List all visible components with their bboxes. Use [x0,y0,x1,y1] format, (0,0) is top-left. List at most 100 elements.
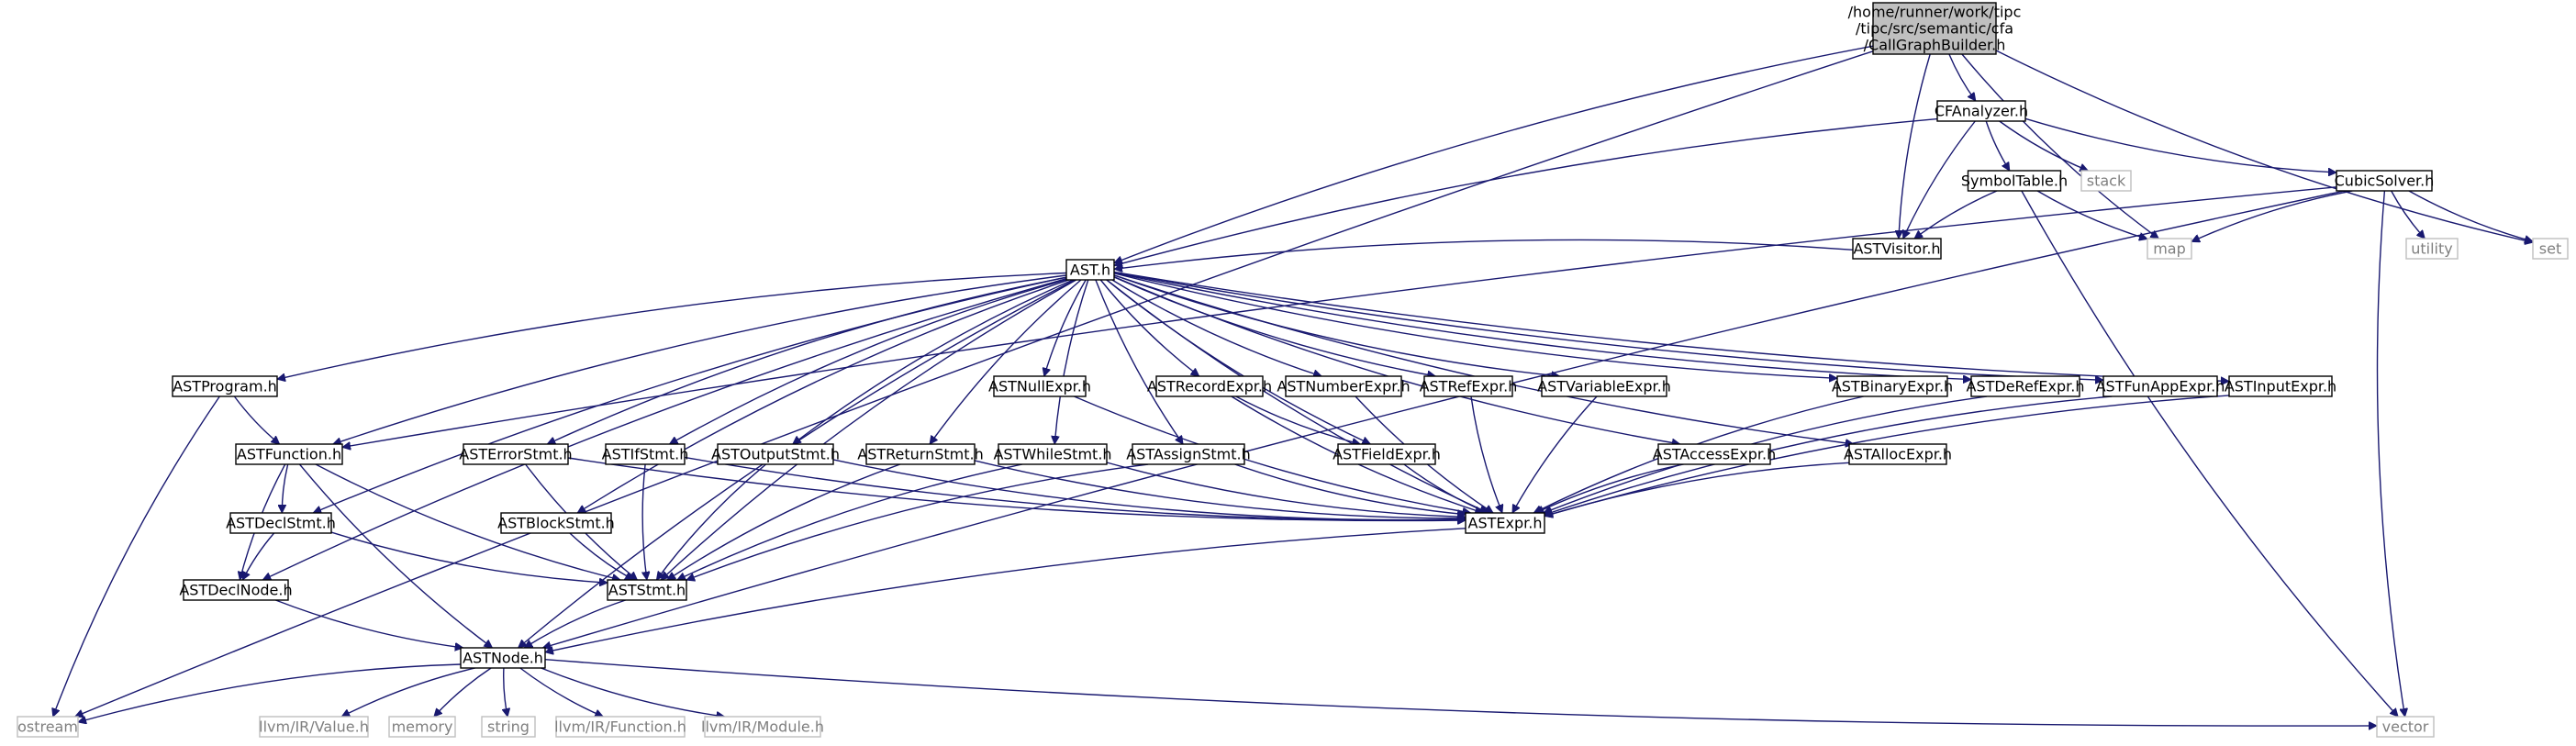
node-ast[interactable]: AST.h [1065,259,1115,281]
edge-astdeclnode-to-astnode [275,599,463,648]
edge-cubicsolver-to-map [2191,190,2353,241]
node-box-aststmt[interactable] [607,579,687,601]
edge-ast-to-astexpr [1106,279,1489,513]
node-box-astvisitor[interactable] [1852,238,1942,260]
node-box-astallocexpr[interactable] [1848,443,1947,465]
node-astdeclstmt[interactable]: ASTDeclStmt.h [226,512,336,534]
node-astinputexpr[interactable]: ASTInputExpr.h [2225,375,2336,397]
edge-astallocexpr-to-astexpr [1544,462,1850,516]
node-box-cfanalyzer[interactable] [1936,100,2026,122]
node-box-cubicsolver[interactable] [2336,170,2433,192]
node-box-astblockstmt[interactable] [500,512,612,534]
node-symboltable[interactable]: SymbolTable.h [1961,170,2068,192]
node-box-astdeclstmt[interactable] [229,512,332,534]
edge-astfunction-to-aststmt [315,463,620,580]
node-utility: utility [2405,238,2459,260]
node-cubicsolver[interactable]: CubicSolver.h [2335,170,2435,192]
node-box-llvmvalue [259,716,369,738]
node-astfunappexpr[interactable]: ASTFunAppExpr.h [2096,375,2225,397]
node-memory: memory [388,716,456,738]
edge-astifstmt-to-aststmt [642,463,647,580]
node-astbinaryexpr[interactable]: ASTBinaryExpr.h [1832,375,1953,397]
node-box-astderefexpr[interactable] [1970,375,2080,397]
edge-root-to-map [1961,53,2158,239]
node-label-cubicsolver: CubicSolver.h [2335,173,2435,190]
node-astwhilestmt[interactable]: ASTWhileStmt.h [993,443,1112,465]
node-box-astinputexpr[interactable] [2228,375,2333,397]
node-box-asterrorstmt[interactable] [463,443,569,465]
node-label-aststmt: ASTStmt.h [608,582,686,599]
node-label-astdeclnode: ASTDeclNode.h [179,582,292,599]
node-box-astexpr[interactable] [1465,512,1545,534]
edge-ast-to-astbinaryexpr [1113,273,1837,379]
node-box-astnode[interactable] [460,647,546,669]
node-label-astexpr: ASTExpr.h [1468,515,1543,532]
node-box-astvariableexpr[interactable] [1541,375,1667,397]
node-box-astbinaryexpr[interactable] [1836,375,1948,397]
node-label-astaccessexpr: ASTAccessExpr.h [1653,446,1776,463]
node-astprogram[interactable]: ASTProgram.h [172,375,278,397]
node-astnullexpr[interactable]: ASTNullExpr.h [988,375,1091,397]
node-box-astdeclnode[interactable] [183,579,289,601]
node-label-memory: memory [392,718,453,736]
node-label-astvariableexpr: ASTVariableExpr.h [1537,378,1671,395]
node-box-astnumberexpr[interactable] [1285,375,1402,397]
node-astdeclnode[interactable]: ASTDeclNode.h [179,579,293,601]
node-astaccessexpr[interactable]: ASTAccessExpr.h [1653,443,1776,465]
node-astoutputstmt[interactable]: ASTOutputStmt.h [711,443,840,465]
node-box-astrecordexpr[interactable] [1155,375,1264,397]
node-box-astfieldexpr[interactable] [1337,443,1436,465]
edge-asterrorstmt-to-astexpr [567,457,1466,520]
node-astifstmt[interactable]: ASTIfStmt.h [602,443,689,465]
node-label-astnumberexpr: ASTNumberExpr.h [1277,378,1410,395]
node-box-astfunction[interactable] [235,443,343,465]
edge-astoutputstmt-to-astexpr [832,459,1466,520]
edge-ast-to-astblockstmt [577,279,1070,514]
node-box-astnullexpr[interactable] [993,375,1087,397]
node-astreturnstmt[interactable]: ASTReturnStmt.h [857,443,984,465]
node-box-astwhilestmt[interactable] [998,443,1108,465]
node-astfieldexpr[interactable]: ASTFieldExpr.h [1333,443,1441,465]
node-astderefexpr[interactable]: ASTDeRefExpr.h [1967,375,2085,397]
node-astblockstmt[interactable]: ASTBlockStmt.h [497,512,615,534]
edge-astinputexpr-to-astexpr [1544,395,2230,517]
node-label-llvmmodule: llvm/IR/Module.h [701,718,824,736]
edge-ast-to-astdeclnode [262,278,1067,580]
node-label-astinputexpr: ASTInputExpr.h [2225,378,2336,395]
node-label-root: /home/runner/work/tipc [1848,4,2022,21]
node-label-astdeclstmt: ASTDeclStmt.h [226,515,336,532]
edge-astwhilestmt-to-astexpr [1106,462,1466,518]
edge-root-to-ostream [75,50,1874,717]
node-box-astifstmt[interactable] [605,443,686,465]
node-root[interactable]: /home/runner/work/tipc/tipc/src/semantic… [1848,2,2022,55]
node-box-ast[interactable] [1065,259,1115,281]
node-astnode[interactable]: ASTNode.h [460,647,546,669]
node-astallocexpr[interactable]: ASTAllocExpr.h [1844,443,1952,465]
node-astfunction[interactable]: ASTFunction.h [235,443,343,465]
node-box-astrefexpr[interactable] [1423,375,1513,397]
node-aststmt[interactable]: ASTStmt.h [607,579,687,601]
node-astexpr[interactable]: ASTExpr.h [1465,512,1545,534]
node-label-astallocexpr: ASTAllocExpr.h [1844,446,1952,463]
node-box-symboltable[interactable] [1967,170,2062,192]
edge-root-to-ast [1114,45,1874,262]
node-box-astoutputstmt[interactable] [717,443,834,465]
node-box-root[interactable] [1872,2,1997,55]
node-box-astassignstmt[interactable] [1132,443,1245,465]
node-cfanalyzer[interactable]: CFAnalyzer.h [1935,100,2028,122]
edge-symboltable-to-vector [2021,190,2398,717]
node-box-astaccessexpr[interactable] [1657,443,1771,465]
node-astvariableexpr[interactable]: ASTVariableExpr.h [1537,375,1671,397]
node-box-astreturnstmt[interactable] [865,443,976,465]
node-astassignstmt[interactable]: ASTAssignStmt.h [1126,443,1251,465]
edge-astassignstmt-to-astexpr [1234,463,1466,515]
node-astvisitor[interactable]: ASTVisitor.h [1852,238,1942,260]
node-asterrorstmt[interactable]: ASTErrorStmt.h [459,443,573,465]
edge-cubicsolver-to-set [2408,190,2533,241]
node-box-astfunappexpr[interactable] [2102,375,2218,397]
node-astrecordexpr[interactable]: ASTRecordExpr.h [1147,375,1272,397]
node-astrefexpr[interactable]: ASTRefExpr.h [1420,375,1518,397]
node-box-astprogram[interactable] [172,375,278,397]
node-astnumberexpr[interactable]: ASTNumberExpr.h [1277,375,1411,397]
